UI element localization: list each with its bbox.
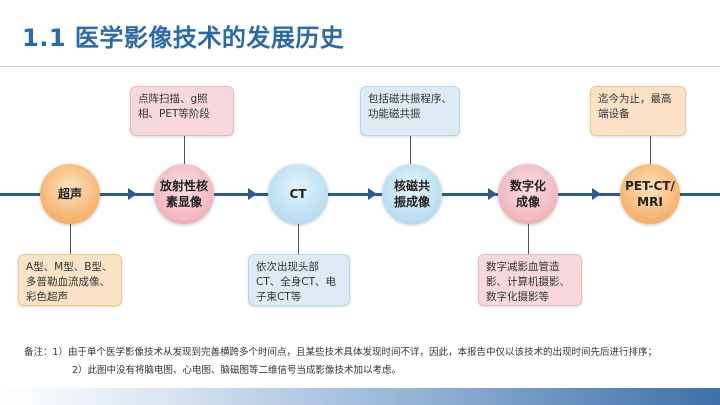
note-line-1: 备注：1）由于单个医学影像技术从发现到完善横跨多个时间点，且某些技术具体发现时间… — [24, 347, 658, 358]
desc-box-pet: 迄今为止，最高端设备 — [590, 86, 686, 136]
arrow-icon — [248, 188, 257, 200]
connector-line — [298, 224, 299, 254]
desc-box-mri: 包括磁共振程序、功能磁共振 — [360, 86, 460, 136]
node-label: 放射性核素显像 — [160, 179, 209, 209]
node-pet-ct-mri: PET-CT/MRI — [620, 164, 680, 224]
node-label: PET-CT/MRI — [625, 179, 675, 209]
node-ct: CT — [268, 164, 328, 224]
footer-gradient-bar — [0, 388, 720, 405]
connector-line — [410, 136, 411, 164]
node-digital-imaging: 数字化成像 — [498, 164, 558, 224]
timeline-line — [0, 193, 720, 196]
node-label: 超声 — [57, 187, 82, 201]
node-label: 数字化成像 — [509, 179, 546, 209]
note-line-2: 2）此图中没有将脑电图、心电图、脑磁图等二维信号当成影像技术加以考虑。 — [72, 365, 402, 376]
desc-text: A型、M型、B型、多普勒血流成像、彩色超声 — [26, 261, 113, 303]
desc-text: 依次出现头部CT、全身CT、电子束CT等 — [256, 261, 336, 303]
desc-text: 点阵扫描、g照相、PET等阶段 — [138, 93, 210, 120]
desc-box-radionuclide: 点阵扫描、g照相、PET等阶段 — [130, 86, 234, 136]
node-ultrasound: 超声 — [40, 164, 100, 224]
desc-box-ultrasound: A型、M型、B型、多普勒血流成像、彩色超声 — [18, 254, 122, 306]
desc-text: 包括磁共振程序、功能磁共振 — [368, 93, 452, 120]
desc-box-ct: 依次出现头部CT、全身CT、电子束CT等 — [248, 254, 350, 306]
title-divider — [0, 66, 720, 67]
page-title: 1.1 医学影像技术的发展历史 — [22, 24, 345, 52]
arrow-icon — [368, 188, 377, 200]
connector-line — [528, 224, 529, 254]
node-label: 核磁共振成像 — [393, 179, 430, 209]
node-label: CT — [289, 187, 307, 201]
connector-line — [650, 136, 651, 164]
arrow-icon — [488, 188, 497, 200]
desc-text: 数字减影血管造影、计算机摄影、数字化摄影等 — [486, 261, 570, 303]
arrow-icon — [592, 188, 601, 200]
desc-text: 迄今为止，最高端设备 — [598, 93, 672, 120]
connector-line — [70, 224, 71, 254]
node-radionuclide-imaging: 放射性核素显像 — [154, 164, 214, 224]
desc-box-digital: 数字减影血管造影、计算机摄影、数字化摄影等 — [478, 254, 582, 306]
arrow-icon — [128, 188, 137, 200]
connector-line — [184, 136, 185, 164]
node-mri: 核磁共振成像 — [382, 164, 442, 224]
